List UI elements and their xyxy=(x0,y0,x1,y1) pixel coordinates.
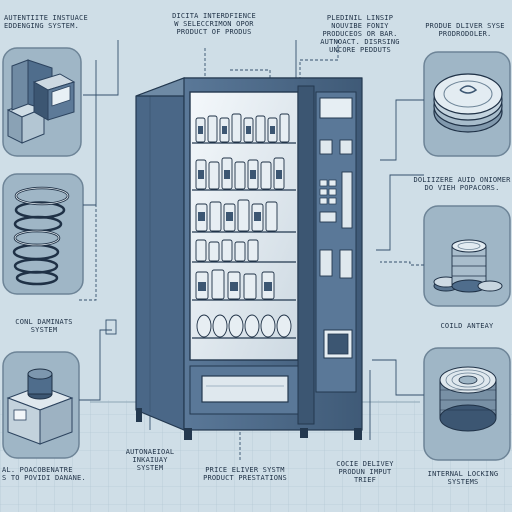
coin-dish-icon xyxy=(423,51,511,157)
label-top-left: AUTENTIITE INSTUACE EDDENGING SYSTEM. xyxy=(4,14,88,30)
label-mid-right: DOLIIZERE AUID ONIOMER DO VIEH POPACORS. xyxy=(413,176,511,192)
coin-stack-icon xyxy=(423,205,511,307)
vending-machine-icon xyxy=(135,77,363,440)
label-top-center-right: PLEDINIL LINSIP NOUVIBE FONIY PRODUCEOS … xyxy=(320,14,400,54)
coil-spring-icon xyxy=(2,173,84,295)
label-bottom-center: PRICE ELIVER SYSTM PRODUCT PRESTATIONS xyxy=(203,466,287,482)
label-bottom-auto: AUTONAEIOAL INKAIUAY SYSTEM xyxy=(125,448,175,472)
label-left-coil: CONL DAMINATS SYSTEM xyxy=(15,318,73,334)
locking-reel-icon xyxy=(423,347,511,461)
coin-mechanism-icon xyxy=(2,351,80,459)
label-right-coil: COILD ANTEAY xyxy=(440,322,494,330)
label-top-right: PRODUE DLIVER SYSE PRODRODOLER. xyxy=(425,22,505,38)
label-bottom-left: AL. POACOBENATRE S TO POVIDI DANANE. xyxy=(2,466,86,482)
label-bottom-right: INTERNAL LOCKING SYSTEMS xyxy=(427,470,499,486)
label-bottom-delivery: COCIE DELIVEY PRODUN IMPUT TRIEF xyxy=(336,460,394,484)
kiosk-icon xyxy=(2,47,82,157)
label-top-center-left: DICITA INTERDFIENCE W SELECCRIMON OPOR P… xyxy=(172,12,256,36)
